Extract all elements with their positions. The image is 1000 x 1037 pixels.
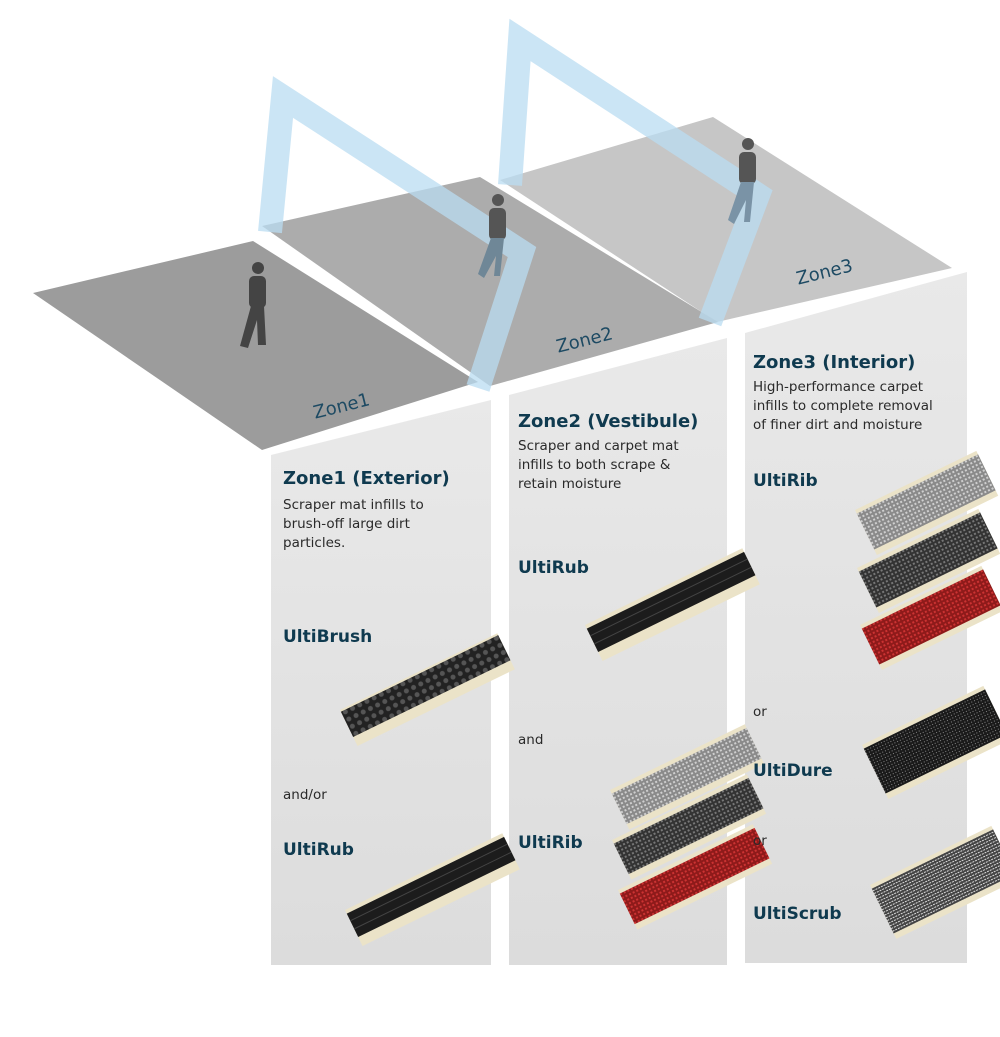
connector-or-2: or [753,833,767,849]
person-walking-zone3 [728,138,756,224]
mat-ultirib-zone2 [610,724,765,830]
product-ultirub-zone2: UltiRub [518,558,589,578]
floor-zone2 [262,177,718,386]
product-ultidure: UltiDure [753,761,833,781]
mat-ultirub-zone2 [585,548,760,661]
floor-zone3 [500,117,952,322]
glass-panel-2 [498,18,773,327]
product-ultiscrub: UltiScrub [753,904,842,924]
mat-ultidure [862,685,1000,799]
product-ultibrush: UltiBrush [283,627,373,647]
column-zone1 [271,400,491,965]
product-ultirib-zone2: UltiRib [518,833,583,853]
mat-ultibrush [340,633,515,746]
zone3-title: Zone3 (Interior) [753,352,916,373]
connector-and-or: and/or [283,787,327,803]
column-zone3 [745,272,967,963]
person-walking-zone1 [240,262,266,348]
product-ultirub-zone1: UltiRub [283,840,354,860]
mat-ultiscrub [870,825,1000,939]
floor-zone1 [33,241,478,450]
mat-ultirib-zone3 [855,450,999,555]
zone1-title: Zone1 (Exterior) [283,468,450,489]
connector-and: and [518,732,544,748]
mat-ultirub-zone1 [345,833,520,946]
connector-or-1: or [753,704,767,720]
person-walking-zone2 [478,194,506,278]
glass-panel-1 [258,76,537,392]
zone2-title: Zone2 (Vestibule) [518,411,699,432]
product-ultirib-zone3: UltiRib [753,471,818,491]
